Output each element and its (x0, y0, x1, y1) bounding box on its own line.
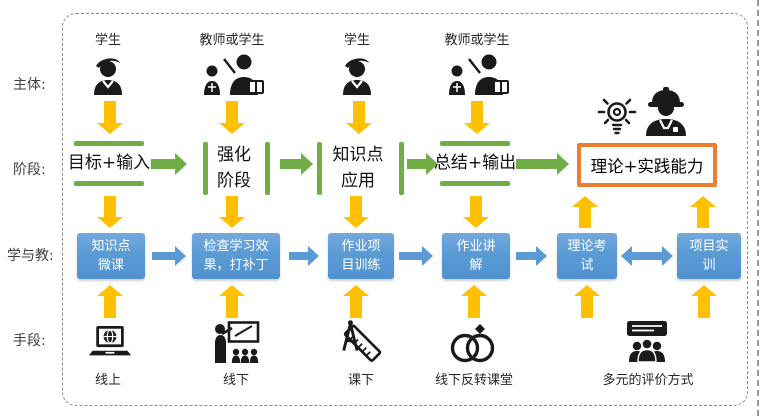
laptop-icon (88, 326, 132, 356)
flow-arrow-right (407, 152, 438, 176)
flow-arrow-up (691, 285, 717, 318)
flow-arrow-both (621, 245, 673, 267)
stage-label: 目标+输入 (67, 153, 151, 173)
teaching-box-label: 作业讲 解 (456, 238, 496, 274)
right-edge-dashed-line (757, 0, 759, 416)
row-label-subject: 主体: (13, 77, 46, 93)
flow-arrow-right (280, 152, 313, 176)
stage-accent-bar (74, 181, 144, 186)
row-label-teach: 学与教: (7, 248, 54, 264)
flow-arrow-down (97, 196, 123, 228)
row-label-means: 手段: (13, 333, 46, 349)
flow-arrow-down (464, 101, 490, 134)
teaching-box: 知识点 微课 (77, 233, 145, 279)
outcome-label: 理论+实践能力 (590, 157, 704, 176)
flow-arrow-down (346, 101, 372, 134)
flow-arrow-down (219, 101, 245, 134)
student-icon (343, 58, 371, 95)
flow-arrow-right (516, 245, 547, 267)
means-label: 课下 (347, 373, 374, 388)
student-icon (94, 58, 122, 95)
flow-arrow-up (574, 285, 600, 318)
flow-arrow-down (97, 101, 123, 134)
flow-arrow-right (289, 245, 319, 267)
evaluation-icon (627, 321, 667, 362)
teaching-box: 作业讲 解 (442, 233, 510, 279)
drafting-tools-icon (342, 320, 382, 362)
subject-label: 教师或学生 (444, 33, 510, 48)
means-label: 线上 (94, 373, 121, 388)
stage-accent-bar (399, 142, 404, 195)
teaching-box-label: 检查学习效 果，打补丁 (203, 238, 269, 274)
diagram-dashed-border (62, 13, 748, 406)
teaching-box: 检查学习效 果，打补丁 (192, 233, 280, 279)
lightbulb-icon (597, 98, 637, 135)
flow-arrow-down (219, 196, 245, 228)
flow-arrow-right (151, 152, 187, 176)
flow-arrow-right (152, 245, 186, 267)
stage-label: 知识点 应用 (332, 145, 384, 191)
teaching-box-label: 项目实 训 (689, 238, 729, 274)
teaching-box-label: 知识点 微课 (91, 238, 131, 274)
flow-arrow-up (690, 196, 716, 228)
subject-label: 学生 (343, 33, 370, 48)
presenter-icon (215, 321, 260, 363)
means-label: 多元的评价方式 (602, 373, 694, 388)
outcome-box: 理论+实践能力 (577, 143, 717, 187)
flow-arrow-up (461, 285, 487, 318)
teaching-box: 作业项 目训练 (328, 233, 394, 279)
flow-arrow-right (516, 151, 569, 177)
flow-arrow-up (97, 285, 123, 318)
subject-label: 教师或学生 (199, 33, 265, 48)
stage-accent-bar (317, 142, 322, 195)
rings-icon (450, 324, 495, 363)
teacher-and-student-icon (204, 54, 264, 95)
row-label-stage: 阶段: (13, 162, 46, 178)
stage-accent-bar (203, 142, 208, 195)
means-label: 线下反转课堂 (434, 373, 513, 388)
flow-arrow-up (343, 285, 369, 318)
stage-accent-bar (74, 141, 144, 146)
teaching-box-label: 作业项 目训练 (341, 238, 381, 274)
teaching-box: 项目实 训 (677, 233, 741, 279)
stage-accent-bar (440, 141, 510, 146)
flow-arrow-up (219, 285, 245, 318)
stage-label: 强化 阶段 (217, 145, 251, 191)
stage-label: 总结+输出 (433, 153, 517, 173)
teaching-box-label: 理论考 试 (567, 238, 607, 274)
flow-arrow-down (343, 196, 369, 228)
flow-arrow-right (399, 245, 433, 267)
subject-label: 学生 (94, 33, 121, 48)
stage-accent-bar (440, 181, 510, 186)
flow-arrow-down (463, 196, 489, 228)
means-label: 线下 (222, 373, 249, 388)
teacher-and-student-icon (449, 54, 509, 95)
teaching-box: 理论考 试 (557, 233, 617, 279)
engineer-icon (646, 87, 686, 136)
flow-arrow-up (572, 196, 598, 228)
stage-accent-bar (265, 142, 270, 195)
